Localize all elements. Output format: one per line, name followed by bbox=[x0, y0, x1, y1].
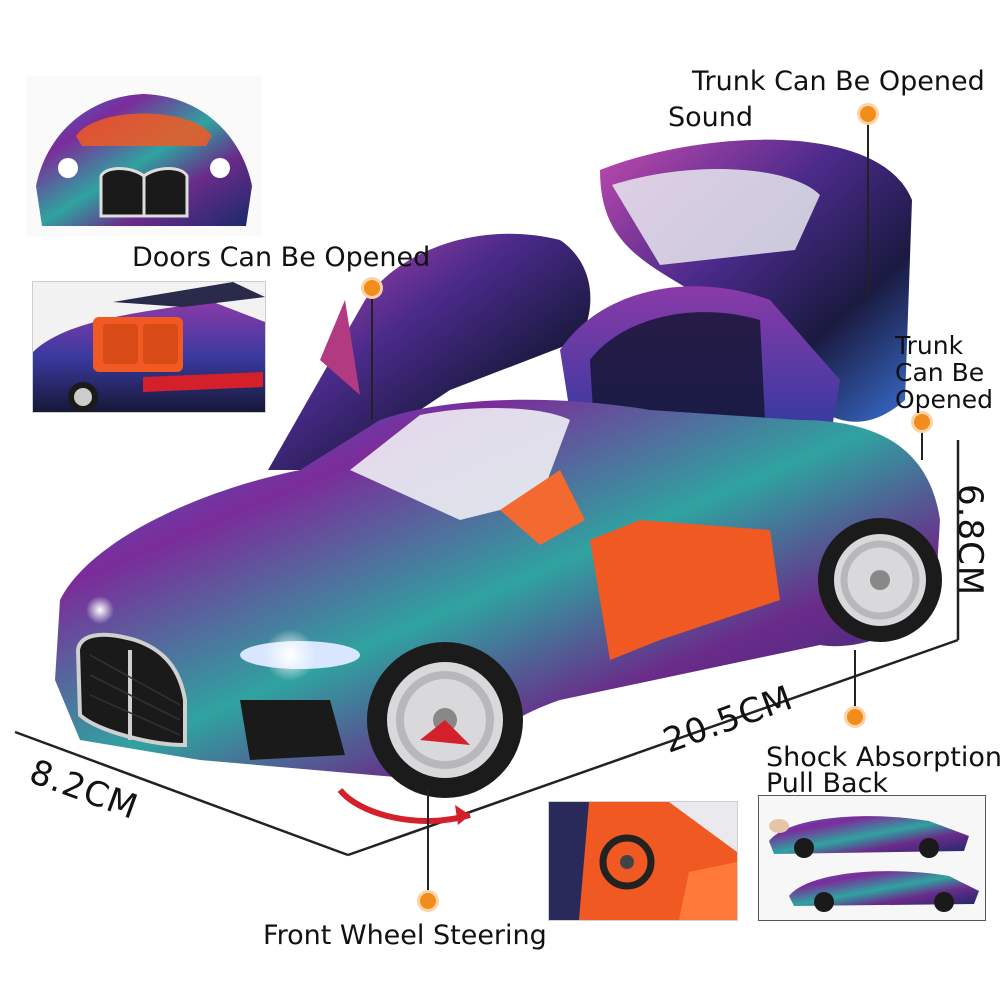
label-sound: Sound bbox=[668, 102, 754, 133]
label-trunk-top: Trunk Can Be Opened bbox=[692, 66, 985, 97]
label-doors: Doors Can Be Opened bbox=[132, 242, 431, 273]
label-trunk-right: Trunk Can Be Opened bbox=[895, 331, 994, 414]
rear-wheel bbox=[818, 518, 942, 642]
label-steering: Front Wheel Steering bbox=[263, 920, 547, 951]
front-wheel bbox=[367, 642, 523, 798]
thumbnail-pull-back bbox=[758, 795, 986, 921]
marker-doors bbox=[364, 280, 380, 296]
label-pull-back: Pull Back bbox=[766, 768, 889, 799]
thumbnail-steering-interior bbox=[548, 801, 738, 921]
marker-steering bbox=[420, 893, 436, 909]
label-shock: Shock Absorption bbox=[766, 742, 1000, 773]
marker-trunk-top bbox=[860, 106, 876, 122]
thumbnail-front-view bbox=[26, 76, 262, 236]
marker-shock bbox=[847, 709, 863, 725]
dimension-height: 6.8CM bbox=[950, 484, 990, 597]
marker-trunk-right bbox=[914, 414, 930, 430]
thumbnail-trunk-open bbox=[32, 281, 266, 413]
